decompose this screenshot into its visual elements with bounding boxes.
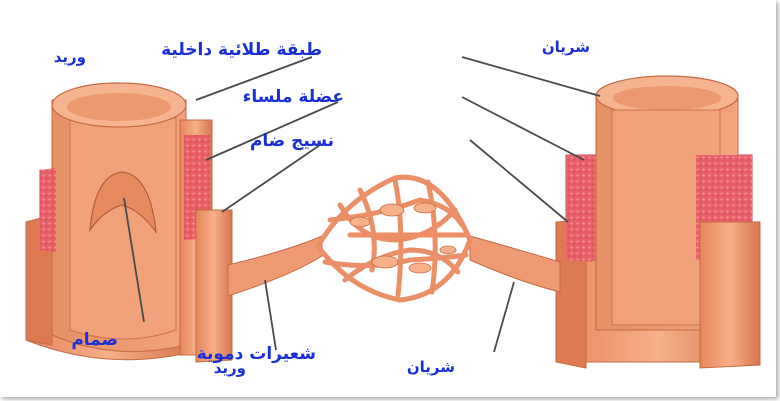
label-smooth-muscle: عضلة ملساء [243,87,344,107]
vein-cross-section [26,83,232,362]
artery-cross-section [556,76,760,368]
label-inner-layer: طبقة طلائية داخلية [161,40,322,60]
label-artery-bottom: شريان [407,358,455,376]
label-vein-top: وريد [54,48,86,66]
label-connective-tissue: نسيج ضام [250,131,334,151]
arteriole [470,236,560,292]
label-artery-top: شريان [542,38,590,56]
label-capillaries: شعيرات دموية [197,344,316,364]
label-valve: صمام [71,330,118,350]
venule [228,236,322,296]
capillary-network [318,177,470,300]
